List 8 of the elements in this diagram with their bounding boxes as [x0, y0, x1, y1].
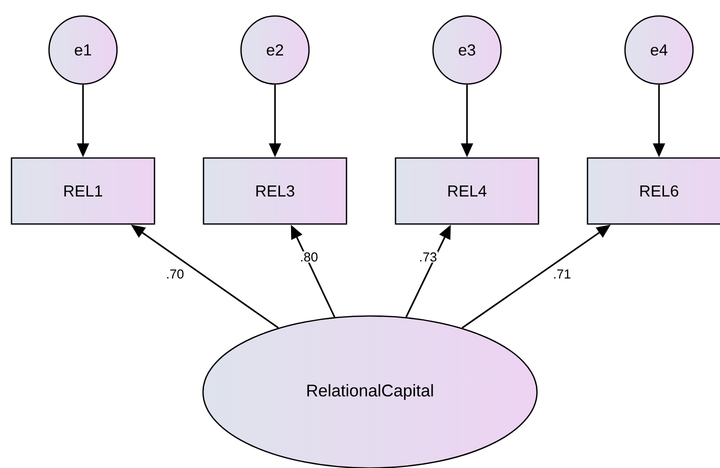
edge-label: .71 [552, 268, 572, 280]
variable-box: REL1 [10, 157, 156, 225]
variable-box: REL3 [202, 157, 348, 225]
edge-label: .73 [418, 251, 438, 263]
variable-box: REL6 [586, 157, 720, 225]
edge-label: .80 [299, 251, 319, 263]
variable-box: REL4 [394, 157, 540, 225]
edge-label: .70 [165, 268, 185, 280]
